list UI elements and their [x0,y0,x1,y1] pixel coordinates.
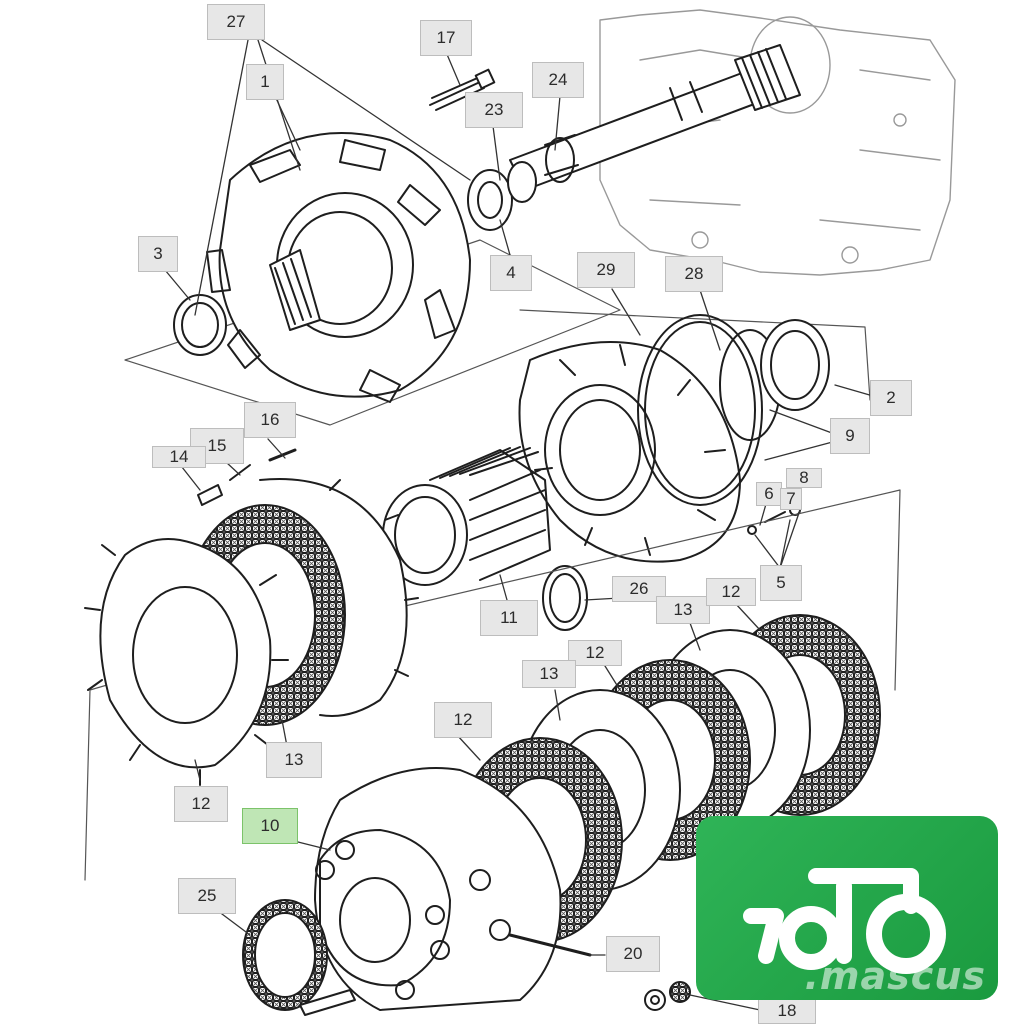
callout-14[interactable]: 14 [152,446,206,468]
callout-16[interactable]: 16 [244,402,296,438]
tractor-icon [743,868,946,974]
callout-12[interactable]: 12 [434,702,492,738]
callout-13[interactable]: 13 [656,596,710,624]
callout-11[interactable]: 11 [480,600,538,636]
callout-5[interactable]: 5 [760,565,802,601]
bearing [467,161,537,231]
callout-12[interactable]: 12 [706,578,756,606]
callout-18[interactable]: 18 [758,998,816,1024]
callout-10-selected[interactable]: 10 [242,808,298,844]
callout-1[interactable]: 1 [246,64,284,100]
callout-28[interactable]: 28 [665,256,723,292]
callout-29[interactable]: 29 [577,252,635,288]
callout-17[interactable]: 17 [420,20,472,56]
sun-gear [382,446,551,586]
bolt [429,68,496,111]
callout-13[interactable]: 12 [174,786,228,822]
seal-ring [173,294,227,356]
callout-4[interactable]: 4 [490,255,532,291]
callout-26[interactable]: 26 [612,576,666,602]
mascus-watermark-text: .mascus [804,954,986,998]
callout-13[interactable]: 13 [522,660,576,688]
callout-20[interactable]: 20 [606,936,660,972]
snap-ring [542,565,588,631]
callout-8[interactable]: 8 [786,468,822,488]
leader-lines [164,39,881,1011]
steel-plate [84,538,289,786]
callout-9[interactable]: 9 [830,418,870,454]
callout-7[interactable]: 7 [780,488,802,510]
lip-seal [242,899,328,1011]
planetary-carrier [206,132,471,403]
pin-and-washers [299,933,691,1016]
callout-3[interactable]: 3 [138,236,178,272]
mascus-logo: .mascus [696,816,998,1000]
callout-24[interactable]: 24 [532,62,584,98]
callout-6[interactable]: 6 [756,482,782,506]
piston-housing [518,341,741,563]
callout-12[interactable]: 13 [266,742,322,778]
callout-23[interactable]: 23 [465,92,523,128]
callout-25[interactable]: 25 [178,878,236,914]
callout-2[interactable]: 2 [870,380,912,416]
callout-27[interactable]: 27 [207,4,265,40]
output-shaft [509,44,801,191]
brake-housing [314,767,562,1011]
sealing-rings [637,314,830,506]
callout-12[interactable]: 12 [568,640,622,666]
